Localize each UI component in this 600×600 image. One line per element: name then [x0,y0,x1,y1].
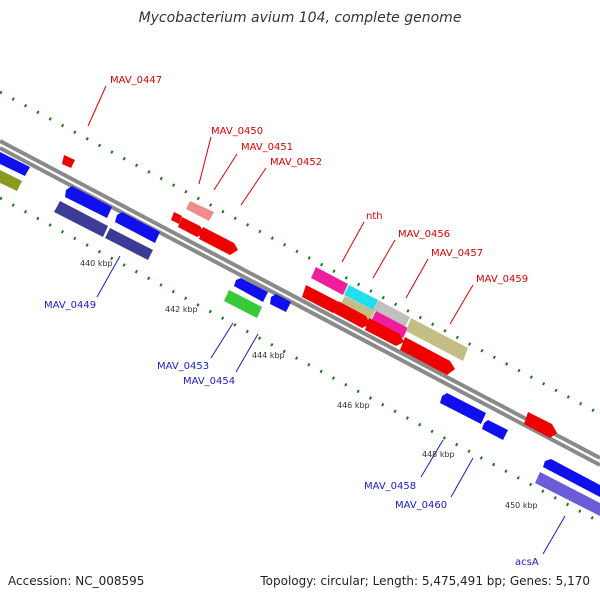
accession-text: Accession: NC_008595 [8,574,145,588]
gene-feature[interactable] [270,294,291,312]
gene-feature[interactable] [482,420,508,440]
gene-label[interactable]: MAV_0447 [110,75,162,86]
gene-feature[interactable] [400,337,455,375]
scale-label: 442 kbp [165,305,198,314]
gene-label[interactable]: nth [366,211,383,222]
gene-feature[interactable] [543,459,600,497]
gene-label[interactable]: MAV_0459 [476,274,528,285]
gene-feature[interactable] [105,228,153,260]
gene-feature[interactable] [199,227,238,255]
gene-feature[interactable] [406,318,468,361]
leader-lines [87,85,566,555]
gene-feature[interactable] [302,285,341,313]
scale-label: 444 kbp [252,351,285,360]
gene-feature[interactable] [178,217,205,237]
gene-feature[interactable] [311,267,348,295]
gene-feature[interactable] [186,201,214,221]
gene-label[interactable]: acsA [515,557,539,568]
scale-label: 446 kbp [337,401,370,410]
gene-feature[interactable] [171,212,182,224]
gene-feature[interactable] [65,186,112,218]
gene-feature[interactable] [234,278,268,302]
gene-feature[interactable] [524,412,557,438]
scale-label: 450 kbp [505,501,538,510]
gene-feature[interactable] [440,393,486,424]
gene-feature[interactable] [373,300,410,327]
gene-feature[interactable] [62,155,75,168]
gene-feature[interactable] [535,472,600,516]
gene-feature[interactable] [334,301,370,328]
gene-label[interactable]: MAV_0452 [270,157,322,168]
genome-summary-text: Topology: circular; Length: 5,475,491 bp… [260,574,590,588]
gene-label[interactable]: MAV_0456 [398,229,450,240]
forward-genes [62,155,557,438]
gene-feature[interactable] [224,290,262,318]
scale-label: 448 kbp [422,450,455,459]
scale-labels: 440 kbp 442 kbp 444 kbp 446 kbp 448 kbp … [80,259,538,510]
gene-feature[interactable] [0,152,30,176]
map-title: Mycobacterium avium 104, complete genome [138,10,462,26]
gene-feature[interactable] [365,318,404,346]
inner-tick-track [0,196,600,524]
gene-label[interactable]: MAV_0460 [395,500,447,511]
gene-feature[interactable] [340,296,375,321]
gene-label[interactable]: MAV_0454 [183,376,235,387]
gene-label[interactable]: MAV_0453 [157,361,209,372]
gene-feature[interactable] [0,170,22,191]
gene-feature[interactable] [54,201,108,237]
gene-feature[interactable] [115,212,160,243]
gene-feature[interactable] [344,285,378,310]
gene-label[interactable]: MAV_0457 [431,248,483,259]
scale-label: 440 kbp [80,259,113,268]
gene-label[interactable]: MAV_0450 [211,126,263,137]
gene-label[interactable]: MAV_0449 [44,300,96,311]
gene-label[interactable]: MAV_0451 [241,142,293,153]
reverse-genes [0,152,600,516]
outer-tick-track [0,90,600,416]
gene-label[interactable]: MAV_0458 [364,481,416,492]
gene-labels: MAV_0447 MAV_0450 MAV_0451 MAV_0452 nth … [44,75,539,568]
gene-feature[interactable] [371,311,408,338]
